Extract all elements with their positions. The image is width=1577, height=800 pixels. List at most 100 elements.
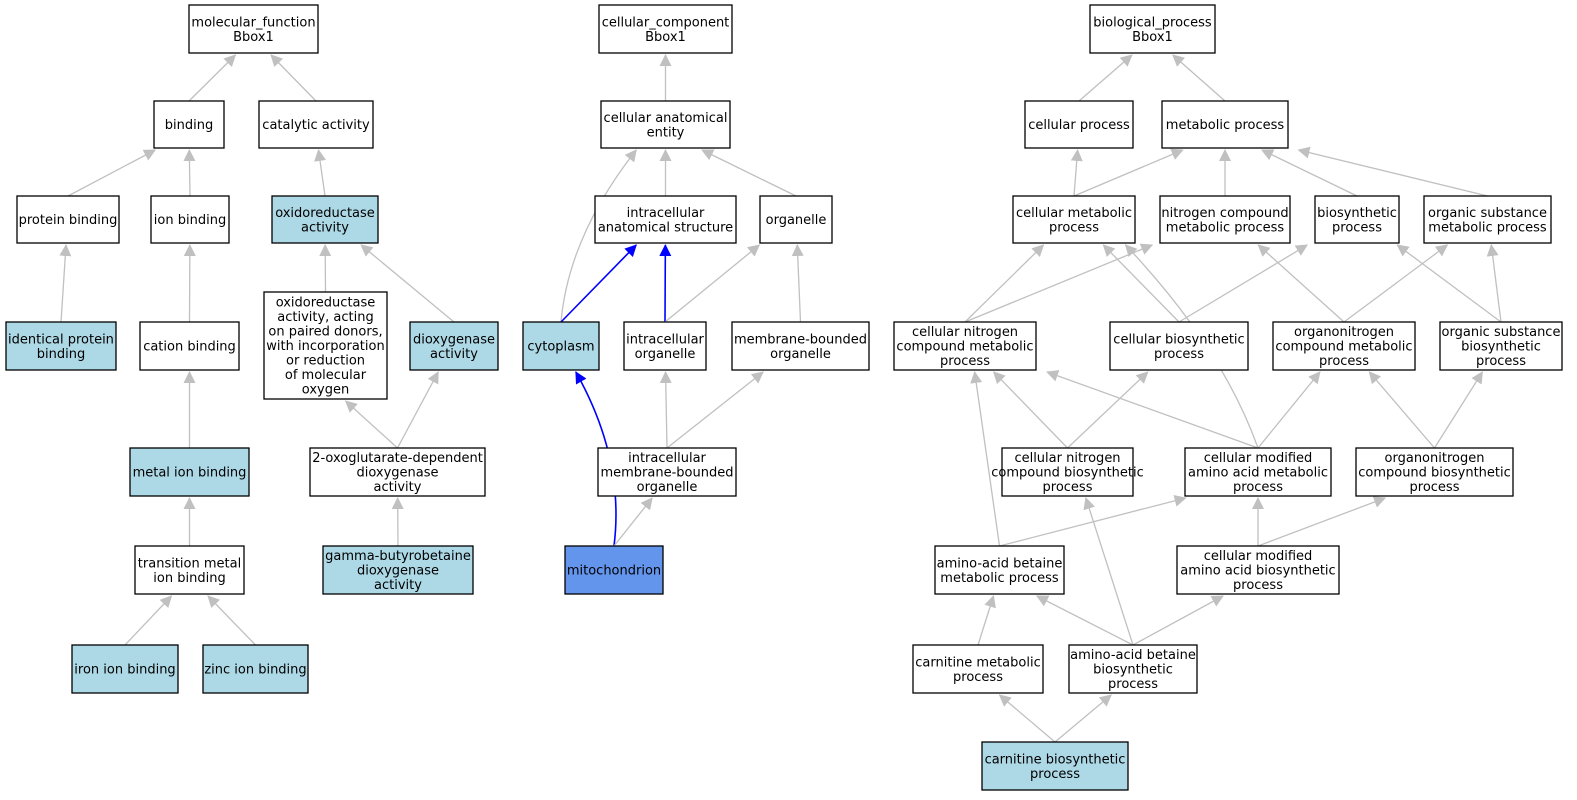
node-label-line: process (1043, 480, 1093, 495)
node-mitochondrion[interactable]: mitochondrion (564, 545, 664, 595)
node-box (1068, 644, 1198, 694)
node-label-line: ion binding (154, 213, 226, 228)
node-label-line: amino-acid betaine (937, 556, 1063, 571)
edge-biosynthetic-to-metabolic_process (1261, 149, 1358, 197)
node-box (623, 321, 707, 371)
edge-organelle-to-cae (701, 149, 797, 197)
node-label-line: activity, acting (277, 310, 374, 325)
edge-organonitrogen_metabolic-to-organic_substance (1343, 244, 1449, 323)
node-label-line: biosynthetic (1093, 663, 1173, 678)
node-metabolic-process[interactable]: metabolic process (1161, 100, 1289, 149)
node-organelle[interactable]: organelle (759, 195, 833, 244)
edge-iron_ion-to-transition_metal (124, 595, 173, 646)
edge-oxoglutarate-to-dioxygenase (396, 371, 439, 449)
node-box (600, 100, 731, 149)
node-label-line: metabolic process (1428, 220, 1547, 235)
node-label-line: mitochondrion (567, 564, 661, 579)
node-cellular-process[interactable]: cellular process (1024, 100, 1134, 149)
node-zinc-ion[interactable]: zinc ion binding (202, 644, 309, 694)
node-iron-ion[interactable]: iron ion binding (71, 644, 179, 694)
node-box (597, 447, 737, 497)
edge-organonitrogen_biosynthetic-to-organonitrogen_metabolic (1368, 371, 1435, 449)
node-label-line: process (1233, 578, 1283, 593)
node-protein-binding[interactable]: protein binding (16, 195, 120, 244)
node-metal-ion[interactable]: metal ion binding (129, 447, 250, 497)
node-label-line: dioxygenase (357, 564, 439, 579)
node-binding[interactable]: binding (153, 100, 225, 149)
node-box (934, 545, 1065, 595)
node-box (409, 321, 499, 371)
node-label-line: amino acid biosynthetic (1180, 564, 1335, 579)
node-label-line: cellular process (1028, 118, 1130, 133)
node-label-line: dioxygenase (413, 332, 495, 347)
node-box (1272, 321, 1416, 371)
node-label-line: iron ion binding (74, 663, 175, 678)
node-label-line: process (953, 670, 1003, 685)
node-box (153, 100, 225, 149)
node-cytoplasm[interactable]: cytoplasm (522, 321, 600, 371)
edge-binding-to-mf_root (188, 54, 237, 102)
node-ion-binding[interactable]: ion binding (150, 195, 230, 244)
node-oxoglutarate[interactable]: 2-oxoglutarate-dependentdioxygenaseactiv… (309, 447, 486, 497)
edge-cell_modified_metabolic-to-cell_nitrogen_metabolic (1046, 370, 1259, 449)
edge-cell_nitrogen_metabolic-to-cell_metabolic (964, 244, 1045, 323)
node-label-line: molecular_function (191, 15, 315, 30)
node-box (150, 195, 230, 244)
node-cation-binding[interactable]: cation binding (139, 321, 240, 371)
edge-ion_binding-to-binding (183, 149, 196, 197)
edge-protein_binding-to-binding (67, 149, 157, 197)
node-label-line: process (1030, 767, 1080, 782)
node-label-line: membrane-bounded (734, 332, 867, 347)
node-catalytic[interactable]: catalytic activity (258, 100, 374, 149)
node-label-line: entity (647, 125, 685, 140)
edge-aab_biosynthetic-to-aab_metabolic (1035, 595, 1134, 646)
edge-cell_nitrogen_biosynthetic-to-cell_biosynthetic (1067, 371, 1149, 449)
node-label-line: nitrogen compound (1161, 206, 1288, 221)
node-box (1176, 545, 1340, 595)
node-label-line: anatomical structure (598, 220, 733, 235)
node-label-line: binding (37, 347, 85, 362)
edge-cell_modified_metabolic-to-organonitrogen_metabolic (1257, 371, 1321, 449)
node-label-line: process (1410, 480, 1460, 495)
edge-oxoglutarate-to-oxido_paired (344, 400, 398, 449)
node-label-line: organelle (637, 480, 698, 495)
edge-organonitrogen_biosynthetic-to-organic_biosynthetic (1433, 371, 1483, 449)
node-box (1159, 195, 1291, 244)
node-box (1024, 100, 1134, 149)
node-label-line: cellular_component (602, 15, 730, 30)
node-label-line: organelle (635, 347, 696, 362)
node-label-line: with incorporation (266, 339, 384, 354)
